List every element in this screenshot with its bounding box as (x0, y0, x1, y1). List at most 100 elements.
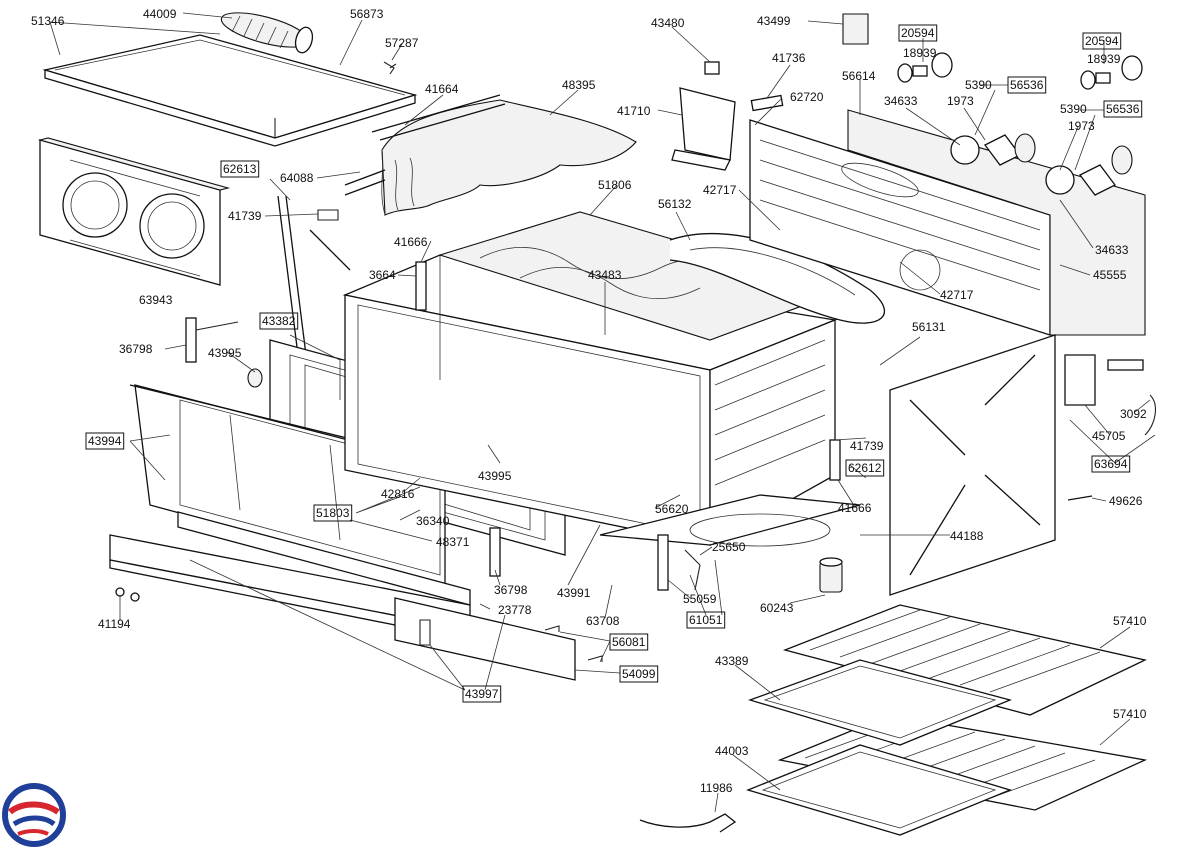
part-label-box (609, 633, 649, 651)
part-label: 20594 (1085, 34, 1119, 48)
side-bracket-right (829, 439, 841, 481)
top-fan-motor (220, 12, 314, 54)
switch-43480 (704, 61, 720, 75)
part-label: 45555 (1093, 268, 1127, 282)
part-label: 36340 (416, 514, 450, 528)
part-label: 61051 (689, 613, 723, 627)
part-label: 62613 (223, 162, 257, 176)
part-label: 56536 (1106, 102, 1140, 116)
part-label-box (220, 160, 260, 178)
support-rods (344, 94, 506, 196)
left-frame-post (277, 195, 351, 356)
part-label: 57410 (1113, 614, 1147, 628)
part-label: 57410 (1113, 707, 1147, 721)
part-label-box (898, 24, 938, 42)
part-label: 42717 (703, 183, 737, 197)
tray-lower (746, 744, 1012, 836)
fan-motor-lower (1045, 145, 1133, 196)
part-label: 43499 (757, 14, 791, 28)
part-label: 41666 (838, 501, 872, 515)
brand-swirl-logo (2, 783, 66, 847)
part-label-box (1007, 76, 1047, 94)
part-label: 55059 (683, 592, 717, 606)
vent-cover (671, 87, 736, 171)
part-label-box (1103, 100, 1143, 118)
part-label: 25650 (712, 540, 746, 554)
part-label: 41664 (425, 82, 459, 96)
hinge-55059 (657, 534, 701, 591)
part-label: 43995 (478, 469, 512, 483)
sensor-11986 (639, 813, 737, 833)
oven-cavity (342, 254, 861, 547)
part-label: 63943 (139, 293, 173, 307)
part-label-box (1091, 455, 1131, 473)
part-label: 18939 (903, 46, 937, 60)
part-drawings (37, 12, 1156, 836)
part-label: 43995 (208, 346, 242, 360)
part-label: 64088 (280, 171, 314, 185)
small-part-41736 (750, 94, 784, 112)
part-label-box (1082, 32, 1122, 50)
part-label: 51346 (31, 14, 65, 28)
part-label: 42816 (381, 487, 415, 501)
part-label: 43389 (715, 654, 749, 668)
part-label: 45705 (1092, 429, 1126, 443)
tray-upper (747, 659, 1013, 746)
side-bracket-left (415, 261, 427, 311)
part-label: 42717 (940, 288, 974, 302)
screw-49626 (1067, 495, 1093, 501)
part-label: 3092 (1120, 407, 1147, 421)
part-label: 41736 (772, 51, 806, 65)
part-label-box (845, 459, 885, 477)
part-label: 5390 (1060, 102, 1087, 116)
part-label: 63694 (1094, 457, 1128, 471)
part-label: 56536 (1010, 78, 1044, 92)
part-label: 43994 (88, 434, 122, 448)
part-label: 23778 (498, 603, 532, 617)
part-label: 43997 (465, 687, 499, 701)
part-label: 43483 (588, 268, 622, 282)
part-label: 43991 (557, 586, 591, 600)
part-label: 56614 (842, 69, 876, 83)
part-label: 36798 (494, 583, 528, 597)
part-label: 41194 (98, 617, 131, 631)
part-label: 1973 (1068, 119, 1095, 133)
top-cover-panel (42, 34, 418, 147)
foot-60243 (819, 557, 843, 593)
part-label: 44003 (715, 744, 749, 758)
part-label: 41710 (617, 104, 651, 118)
part-label: 34633 (1095, 243, 1129, 257)
part-label: 5390 (965, 78, 992, 92)
part-label: 56873 (350, 7, 384, 21)
part-label: 56620 (655, 502, 689, 516)
right-side-panel (889, 334, 1056, 596)
leader-lines (49, 12, 1156, 813)
part-label: 54099 (622, 667, 656, 681)
rear-fan-cover-panel (37, 137, 231, 286)
part-label: 49626 (1109, 494, 1143, 508)
part-label: 48395 (562, 78, 596, 92)
door-handle (109, 511, 576, 681)
part-label-box (619, 665, 659, 683)
part-label: 43382 (262, 314, 296, 328)
part-label: 48371 (436, 535, 470, 549)
part-label: 56132 (658, 197, 692, 211)
part-label: 36798 (119, 342, 153, 356)
part-label-box (85, 432, 125, 450)
part-label: 43480 (651, 16, 685, 30)
hinge-bracket-left (185, 317, 239, 363)
part-label: 34633 (884, 94, 918, 108)
part-label: 41666 (394, 235, 428, 249)
part-label: 1973 (947, 94, 974, 108)
part-label: 44009 (143, 7, 177, 21)
part-label: 51806 (598, 178, 632, 192)
hinge-bracket-right (489, 527, 501, 577)
part-label: 18939 (1087, 52, 1121, 66)
rear-panel (749, 109, 1146, 336)
knob-set-upper (897, 52, 953, 83)
part-label: 62720 (790, 90, 824, 104)
part-label-box (462, 685, 502, 703)
part-label: 60243 (760, 601, 794, 615)
